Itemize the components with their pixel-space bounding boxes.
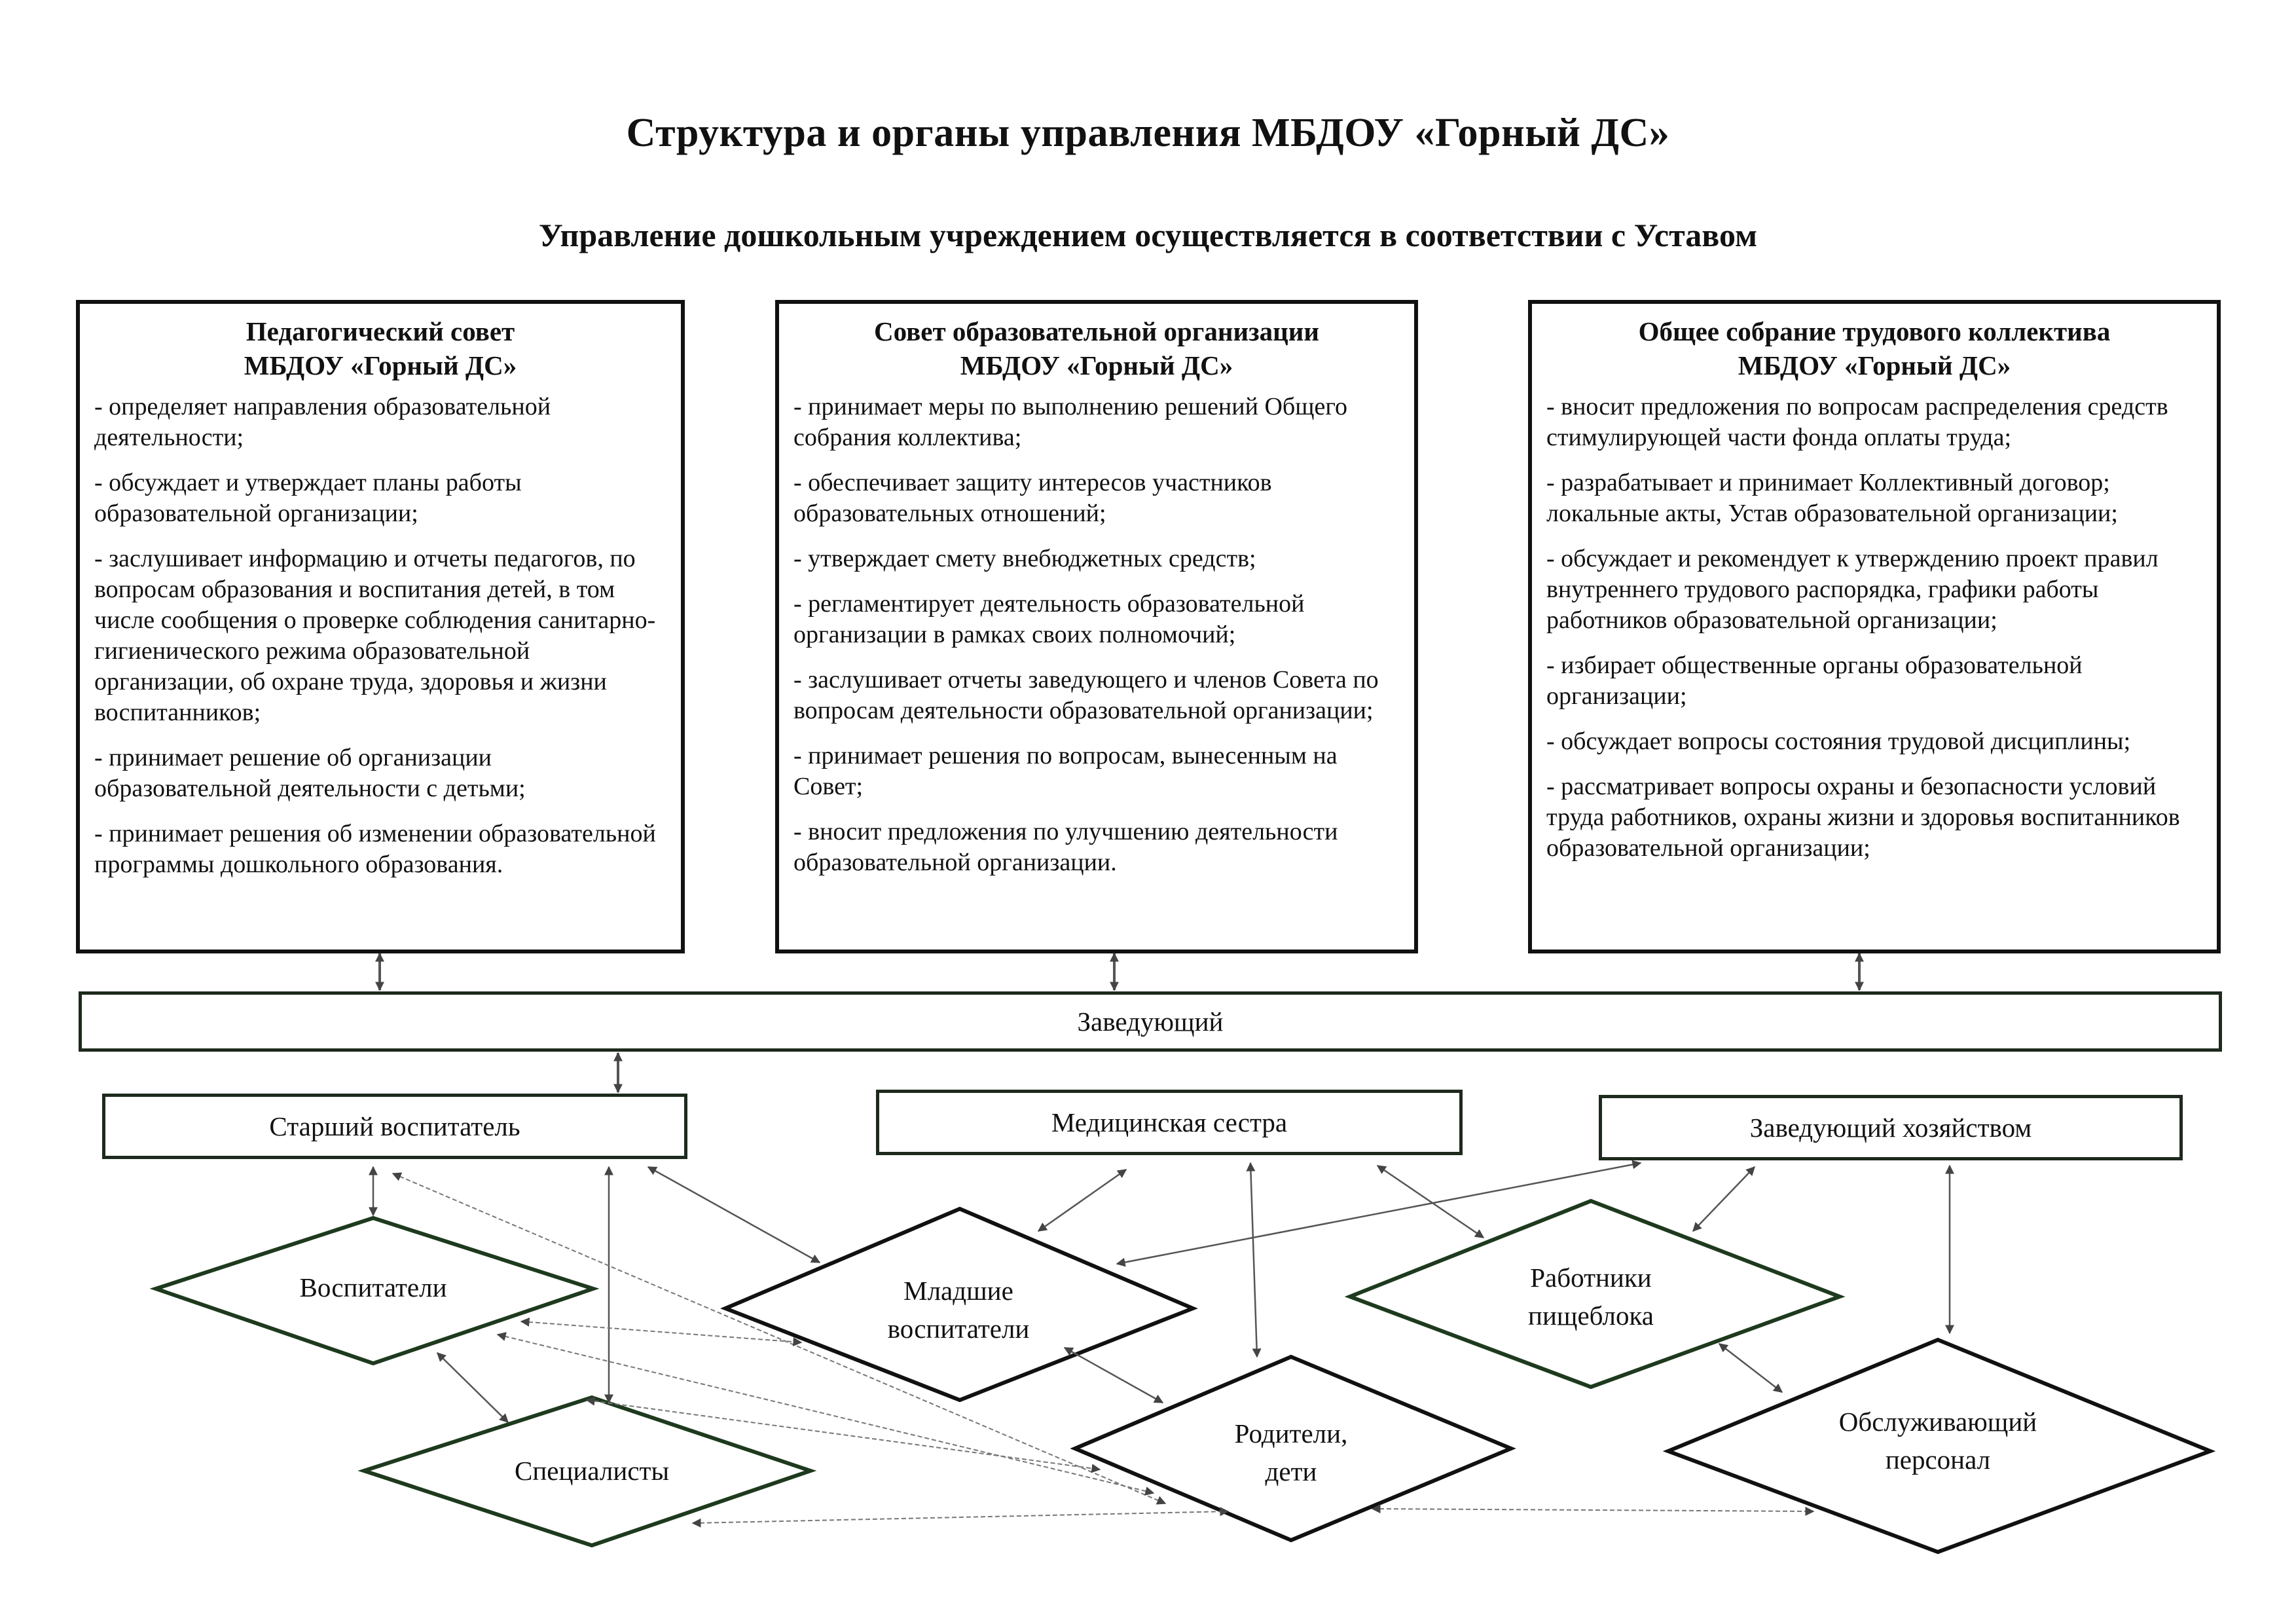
council-item: - обсуждает и рекомендует к утверждению …: [1546, 545, 2159, 634]
council-title: Общее собрание трудового коллектива МБДО…: [1546, 314, 2202, 382]
council-item: - определяет направления образовательной…: [94, 393, 551, 451]
connector-arrow: [691, 1507, 1230, 1528]
supply-manager-box: Заведующий хозяйством: [1599, 1095, 2183, 1160]
council-title-line: Педагогический совет: [246, 316, 515, 346]
council-item: - принимает решение об организации образ…: [94, 744, 526, 802]
parents-children-label: Родители, дети: [1234, 1418, 1348, 1486]
connector-arrow: [520, 1317, 803, 1347]
connector-arrow: [1063, 1346, 1164, 1404]
council-title-line: МБДОУ «Горный ДС»: [1738, 350, 2011, 380]
educators-label: Воспитатели: [299, 1272, 447, 1302]
senior-educator-box: Старший воспитатель: [102, 1094, 687, 1159]
page-title: Структура и органы управления МБДОУ «Гор…: [626, 111, 1670, 155]
council-title-line: Совет образовательной организации: [874, 316, 1319, 346]
council-item: - рассматривает вопросы охраны и безопас…: [1546, 773, 2180, 862]
kitchen-staff-label: Работники пищеблока: [1528, 1263, 1654, 1331]
connector-arrow: [437, 1352, 509, 1423]
pedagogical-council-box: Педагогический совет МБДОУ «Горный ДС» -…: [76, 300, 685, 953]
council-item: - вносит предложения по вопросам распред…: [1546, 393, 2168, 451]
general-assembly-box: Общее собрание трудового коллектива МБДО…: [1528, 300, 2221, 953]
council-item: - регламентирует деятельность образовате…: [793, 590, 1305, 648]
council-title-line: МБДОУ «Горный ДС»: [960, 350, 1233, 380]
council-item: - обеспечивает защиту интересов участник…: [793, 469, 1272, 527]
council-item: - принимает решения об изменении образов…: [94, 820, 656, 878]
connector-arrow: [1692, 1166, 1755, 1232]
nurse-box: Медицинская сестра: [876, 1090, 1463, 1155]
council-item: - обсуждает и утверждает планы работы об…: [94, 469, 522, 527]
service-staff-label: Обслуживающий персонал: [1838, 1407, 2037, 1475]
council-item: - заслушивает информацию и отчеты педаго…: [94, 545, 656, 726]
connector-arrow: [1371, 1504, 1815, 1516]
connector-arrow: [1718, 1343, 1783, 1393]
council-item: - принимает решения по вопросам, вынесен…: [793, 742, 1338, 800]
council-title-line: МБДОУ «Горный ДС»: [244, 350, 517, 380]
council-item: - обсуждает вопросы состояния трудовой д…: [1546, 728, 2131, 755]
council-title: Совет образовательной организации МБДОУ …: [793, 314, 1400, 382]
council-item: - вносит предложения по улучшению деятел…: [793, 818, 1338, 876]
council-item: - разрабатывает и принимает Коллективный…: [1546, 469, 2118, 527]
council-item: - заслушивает отчеты заведующего и члено…: [793, 666, 1379, 724]
page-subtitle: Управление дошкольным учреждением осущес…: [538, 217, 1758, 253]
connector-arrow: [1246, 1162, 1262, 1358]
council-title-line: Общее собрание трудового коллектива: [1638, 316, 2111, 346]
council-item: - принимает меры по выполнению решений О…: [793, 393, 1347, 451]
connector-arrow: [647, 1166, 821, 1264]
organization-council-box: Совет образовательной организации МБДОУ …: [775, 300, 1418, 953]
council-item: - избирает общественные органы образоват…: [1546, 652, 2083, 710]
council-title: Педагогический совет МБДОУ «Горный ДС»: [94, 314, 666, 382]
specialists-label: Специалисты: [515, 1456, 669, 1486]
connector-arrow: [1037, 1168, 1127, 1232]
council-item: - утверждает смету внебюджетных средств;: [793, 545, 1256, 572]
head-box: Заведующий: [79, 991, 2222, 1052]
junior-educators-label: Младшие воспитатели: [887, 1276, 1030, 1344]
connector-arrow: [1376, 1164, 1485, 1239]
connector-arrow: [1116, 1160, 1642, 1267]
service-staff-diamond: [1662, 1337, 2216, 1555]
